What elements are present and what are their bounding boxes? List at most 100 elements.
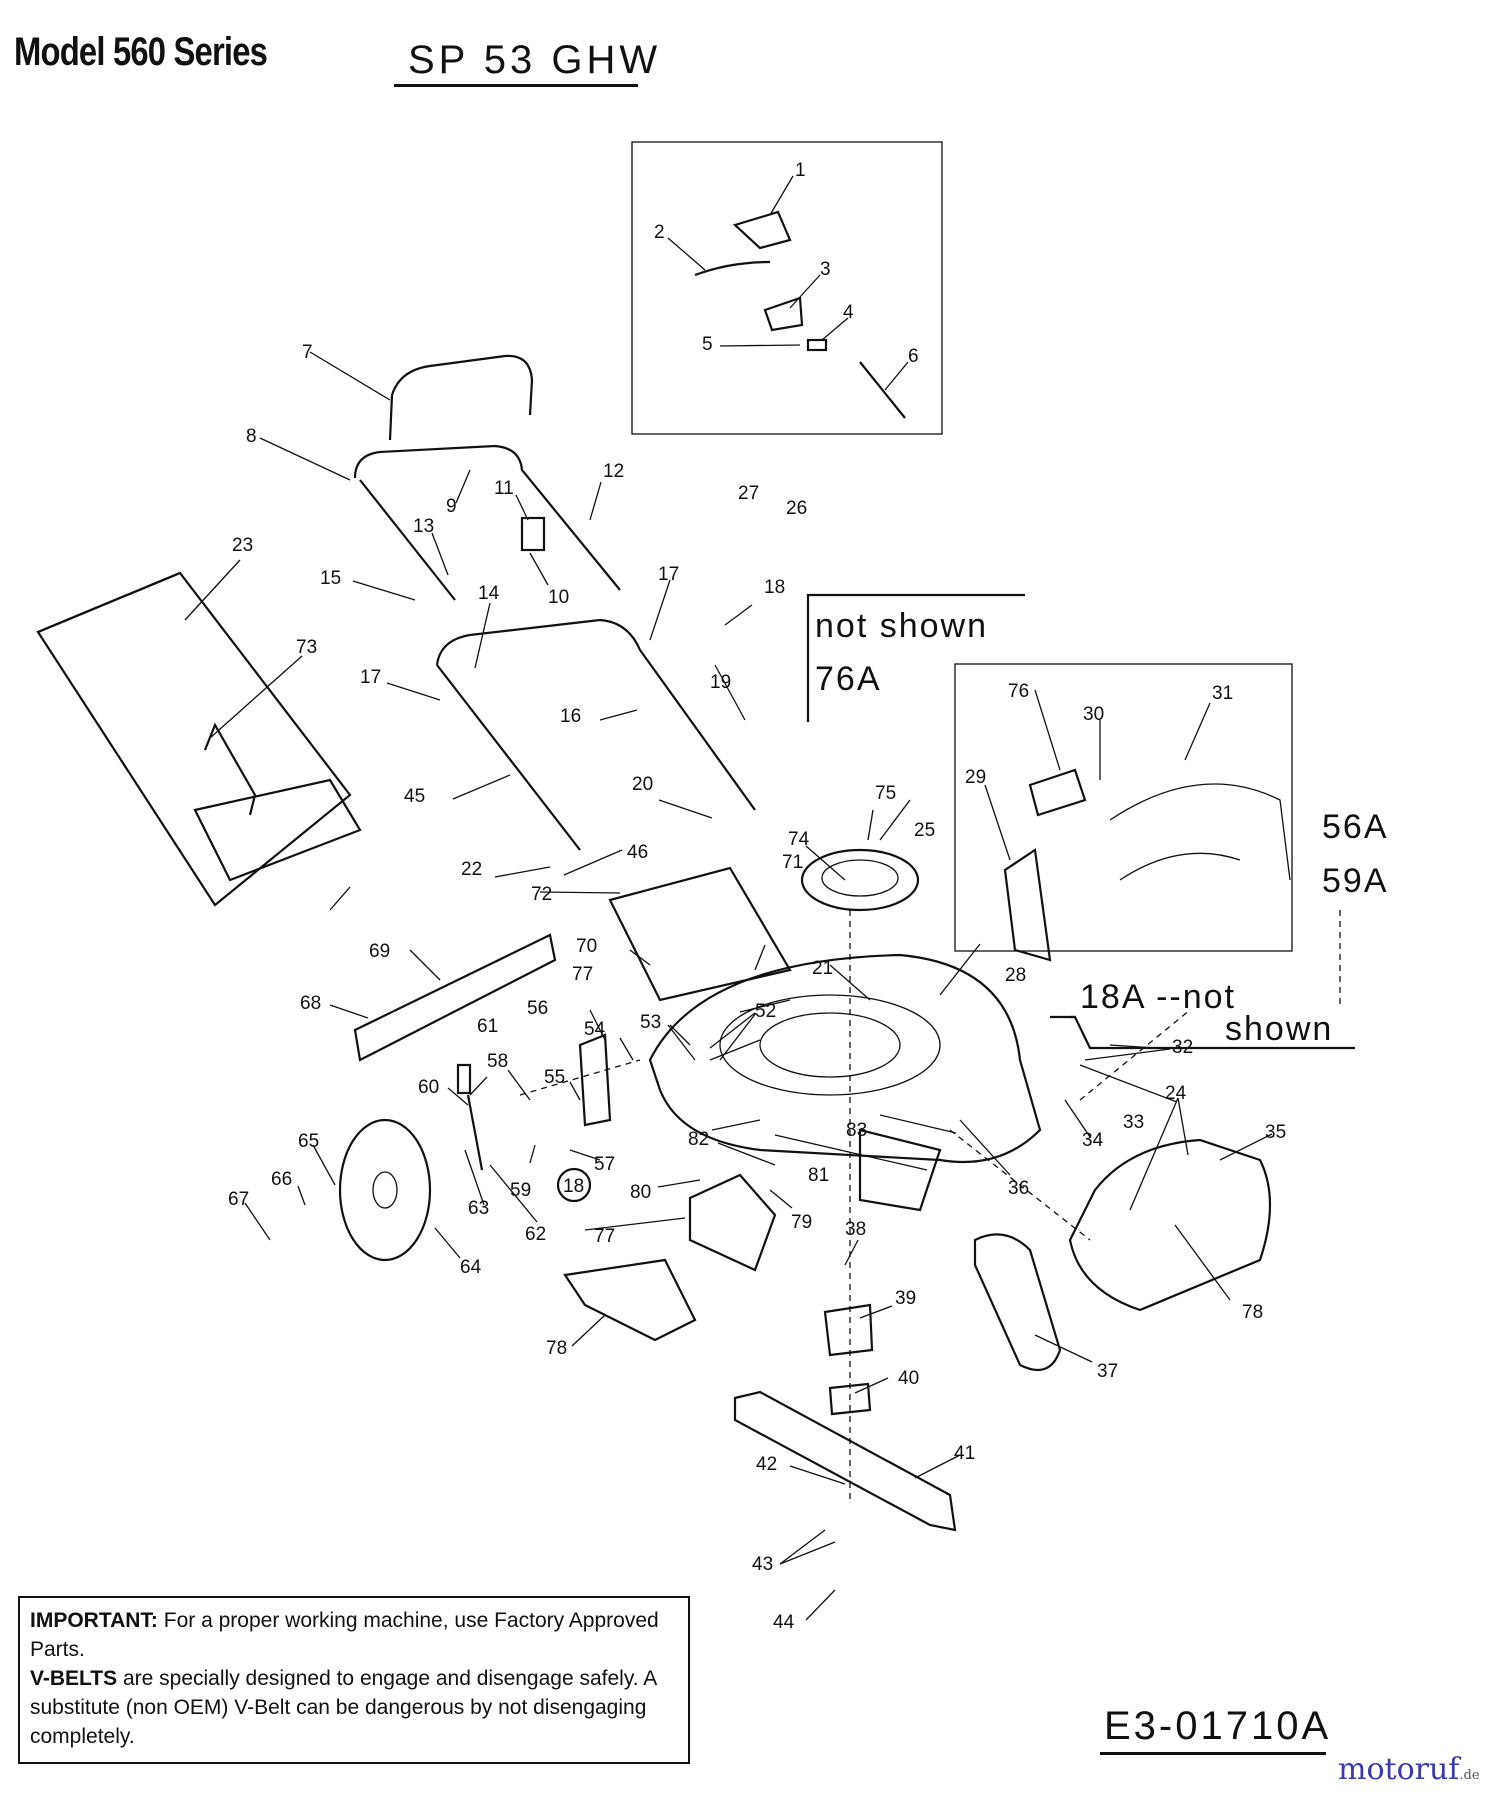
part-label: 1 xyxy=(795,160,806,181)
part-label: 74 xyxy=(788,829,810,850)
part-6-shape xyxy=(859,361,906,419)
circled-18-label: 18 xyxy=(563,1176,584,1197)
part-label: 44 xyxy=(773,1612,795,1633)
part-label: 34 xyxy=(1082,1130,1104,1151)
not-shown-76a-line2: 76A xyxy=(815,660,882,698)
part-label: 78 xyxy=(546,1338,567,1359)
part-label: 9 xyxy=(446,496,457,517)
deck-opening-inner xyxy=(759,1012,901,1078)
part-label: 38 xyxy=(845,1219,866,1240)
part-label: 66 xyxy=(271,1169,292,1190)
part-label: 35 xyxy=(1265,1122,1286,1143)
part-11-shape xyxy=(520,516,546,552)
part-28-shape xyxy=(648,953,1042,1164)
part-label: 6 xyxy=(908,346,919,367)
model-title: Model 560 Series xyxy=(14,30,268,74)
part-label: 83 xyxy=(846,1120,867,1141)
part-78-shape xyxy=(563,1258,697,1342)
part-60-shape xyxy=(466,1094,484,1171)
not-shown-76a-bracket xyxy=(806,593,1025,722)
part-8-leg xyxy=(359,479,456,601)
part-label: 31 xyxy=(1212,683,1233,704)
part-label: 22 xyxy=(461,859,482,880)
part-label: 77 xyxy=(594,1226,615,1247)
drawing-number-underline xyxy=(1100,1752,1326,1755)
part-label: 37 xyxy=(1097,1361,1118,1382)
not-shown-76a-line1: not shown xyxy=(815,607,988,645)
part-label: 12 xyxy=(603,461,624,482)
vbelts-text: are specially designed to engage and dis… xyxy=(30,1667,657,1748)
part-label: 68 xyxy=(300,993,321,1014)
model-code: SP 53 GHW xyxy=(408,38,662,82)
part-label: 52 xyxy=(755,1001,776,1022)
part-label: 81 xyxy=(808,1165,829,1186)
part-label: 11 xyxy=(494,478,514,499)
important-label: IMPORTANT: xyxy=(30,1609,158,1632)
part-label: 43 xyxy=(752,1554,773,1575)
part-4-shape xyxy=(806,338,828,352)
inset-box-side-parts xyxy=(954,663,1293,952)
part-label: 27 xyxy=(738,483,759,504)
part-label: 17 xyxy=(360,667,381,688)
part-label: 5 xyxy=(702,334,713,355)
part-label: 10 xyxy=(548,587,569,608)
part-3-shape xyxy=(763,296,804,332)
part-label: 75 xyxy=(875,783,896,804)
part-label: 73 xyxy=(296,637,317,658)
part-label: 69 xyxy=(369,941,390,962)
watermark-suffix: .de xyxy=(1459,1768,1480,1783)
part-72-shape xyxy=(608,866,792,1002)
part-label: 77 xyxy=(572,964,593,985)
part-8-shape xyxy=(353,444,621,591)
part-label: 15 xyxy=(320,568,341,589)
important-note-box: IMPORTANT: For a proper working machine,… xyxy=(18,1596,690,1764)
part-label: 25 xyxy=(914,820,935,841)
part-label: 63 xyxy=(468,1198,489,1219)
part-29-shape xyxy=(1003,848,1052,962)
part-45-shape xyxy=(436,664,581,851)
part-label: 39 xyxy=(895,1288,916,1309)
part-label: 26 xyxy=(786,498,807,519)
part-label: 72 xyxy=(531,884,552,905)
wheel-hub xyxy=(372,1171,398,1209)
part-label: 46 xyxy=(627,842,648,863)
part-label: 59 xyxy=(510,1180,531,1201)
part-56-shape xyxy=(578,1033,612,1127)
part-label: 28 xyxy=(1005,965,1026,986)
part-69-shape xyxy=(353,933,557,1062)
part-label: 24 xyxy=(1165,1083,1187,1104)
part-label: 70 xyxy=(576,936,597,957)
inset-deck-curve-2 xyxy=(1119,852,1241,881)
part-37-shape xyxy=(973,1233,1062,1372)
part-label: 41 xyxy=(954,1443,975,1464)
part-label: 40 xyxy=(898,1368,919,1389)
inset-box-handle-parts xyxy=(631,141,943,435)
part-label: 62 xyxy=(525,1224,546,1245)
bag-frame xyxy=(193,778,362,882)
part-label: 7 xyxy=(302,342,313,363)
part-64-shape xyxy=(338,1118,432,1262)
part-label: 16 xyxy=(560,706,581,727)
part-label: 2 xyxy=(654,222,665,243)
part-label: 58 xyxy=(487,1051,508,1072)
vbelts-label: V-BELTS xyxy=(30,1667,118,1690)
part-41-shape xyxy=(733,1390,957,1532)
part-25-shape xyxy=(800,848,920,912)
part-label: 80 xyxy=(630,1182,651,1203)
part-label: 42 xyxy=(756,1454,777,1475)
part-label: 54 xyxy=(584,1019,606,1040)
part-number-labels: 1 2 3 4 5 6 7 8 9 10 11 12 13 14 15 16 1… xyxy=(228,160,1286,1633)
part-label: 76 xyxy=(1008,681,1029,702)
part-label: 32 xyxy=(1172,1037,1193,1058)
deck-opening xyxy=(719,994,941,1096)
part-label: 4 xyxy=(843,302,854,323)
part-61-shape xyxy=(456,1063,472,1095)
part-label: 60 xyxy=(418,1077,439,1098)
part-16-shape xyxy=(435,618,756,811)
part-label: 36 xyxy=(1008,1178,1029,1199)
part-77-shape xyxy=(688,1173,777,1272)
part-label: 8 xyxy=(246,426,257,447)
not-shown-18a-line1: 18A --not xyxy=(1080,978,1236,1016)
part-76-shape xyxy=(1028,768,1087,817)
